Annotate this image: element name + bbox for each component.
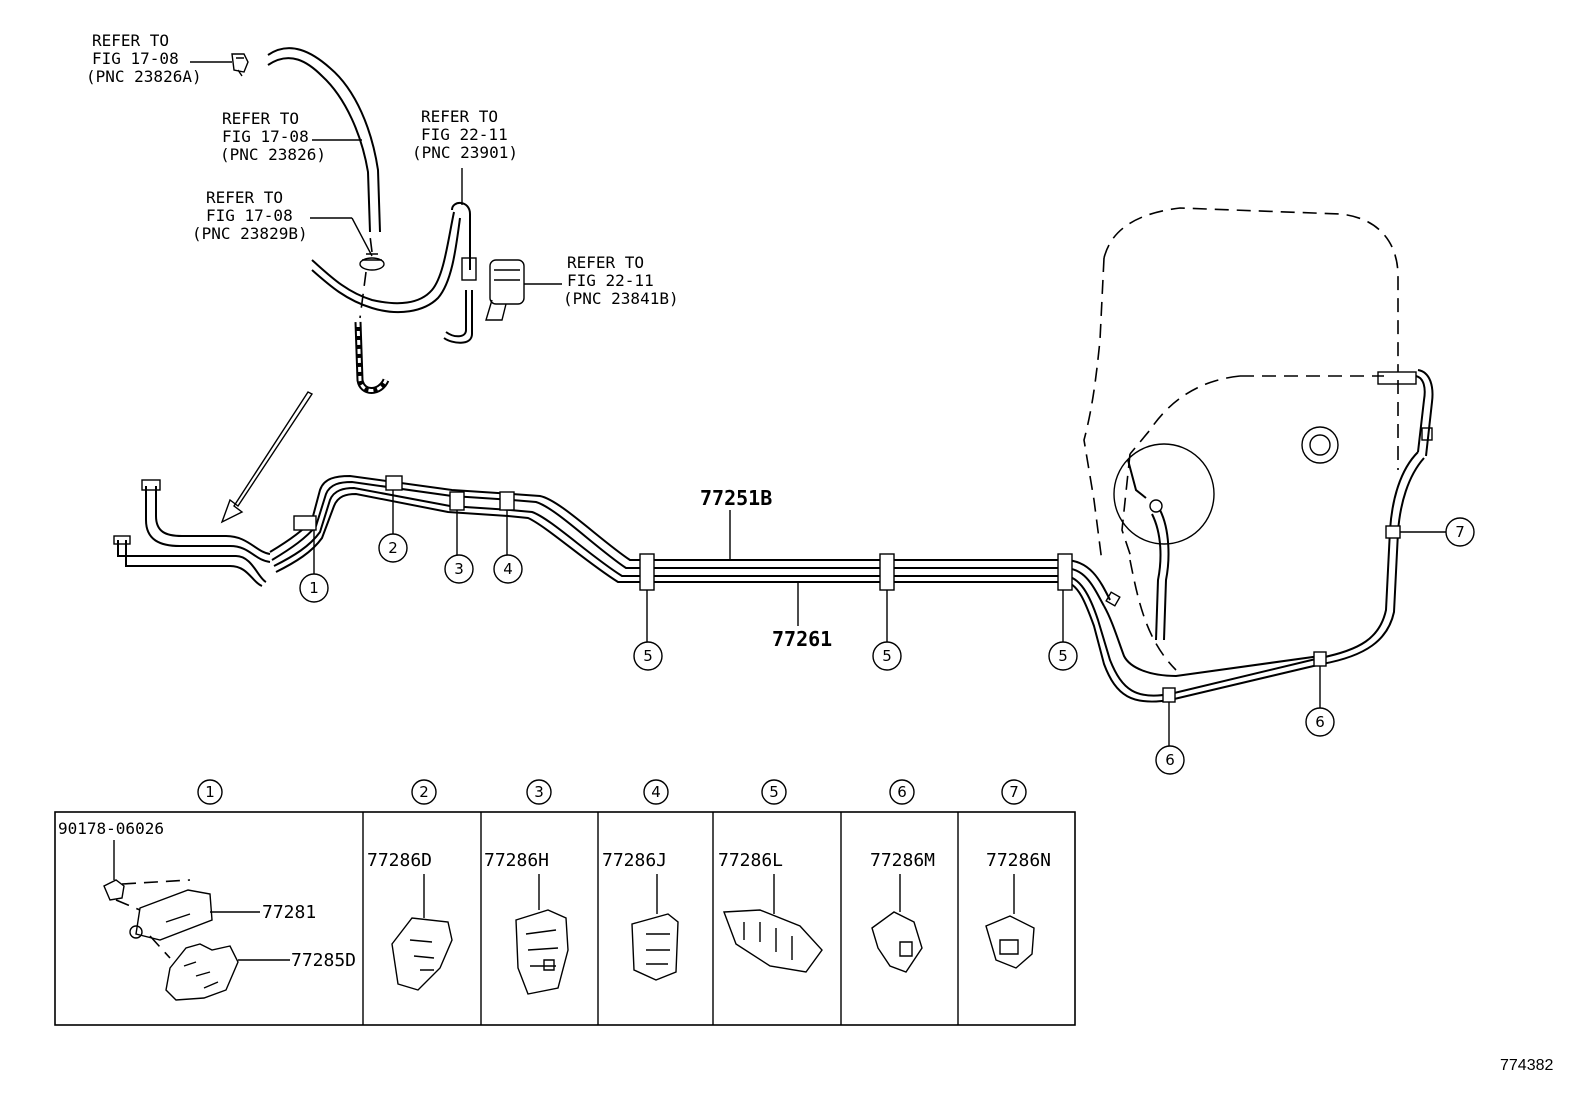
part-number-bolt: 90178-06026 xyxy=(58,819,164,838)
clamp-legend-table: 1 2 3 4 5 6 7 90178-06026 77281 77285D xyxy=(54,779,1076,1026)
part-number-77286d: 77286D xyxy=(367,850,432,871)
callout-line: FIG 22-11 xyxy=(567,271,654,290)
legend-header: 4 xyxy=(651,783,661,801)
part-number-77286h: 77286H xyxy=(484,850,549,871)
part-number-77261: 77261 xyxy=(772,627,832,651)
callout-line: FIG 17-08 xyxy=(222,127,309,146)
illustration-id: 774382 xyxy=(1500,1057,1553,1074)
callout-line: (PNC 23901) xyxy=(412,143,518,162)
callout-line: (PNC 23841B) xyxy=(563,289,679,308)
part-number-77286n: 77286N xyxy=(986,850,1051,871)
callout-line: REFER TO xyxy=(567,253,644,272)
callout-line: REFER TO xyxy=(206,188,283,207)
clamp-marker: 2 xyxy=(388,539,398,557)
clamp-markers: 1 2 3 4 5 5 5 6 6 7 xyxy=(299,490,1475,775)
clamp-marker: 4 xyxy=(503,560,513,578)
clamp-marker: 3 xyxy=(454,560,464,578)
clamp-marker: 5 xyxy=(1058,647,1068,665)
legend-header: 6 xyxy=(897,783,907,801)
clamp-marker: 5 xyxy=(882,647,892,665)
callout-line: REFER TO xyxy=(421,107,498,126)
part-number-77286m: 77286M xyxy=(870,850,935,871)
callout-pnc-23901: REFER TO FIG 22-11 (PNC 23901) xyxy=(412,107,518,162)
part-number-77286j: 77286J xyxy=(602,850,667,871)
callout-pnc-23826: REFER TO FIG 17-08 (PNC 23826) xyxy=(220,109,326,164)
legend-header: 2 xyxy=(419,783,429,801)
part-number-77251b: 77251B xyxy=(700,486,772,510)
fuel-pipe-assembly xyxy=(113,369,1434,703)
callout-line: (PNC 23826) xyxy=(220,145,326,164)
callout-line: FIG 17-08 xyxy=(92,49,179,68)
legend-header: 7 xyxy=(1009,783,1019,801)
callout-line: (PNC 23826A) xyxy=(86,67,202,86)
legend-header: 3 xyxy=(534,783,544,801)
callout-line: (PNC 23829B) xyxy=(192,224,308,243)
clamp-marker: 7 xyxy=(1455,523,1465,541)
callout-leaders xyxy=(190,61,562,285)
upper-hoses xyxy=(220,47,525,524)
part-number-77281: 77281 xyxy=(262,902,316,923)
part-number-77286l: 77286L xyxy=(718,850,783,871)
legend-header: 5 xyxy=(769,783,779,801)
callout-pnc-23826a: REFER TO FIG 17-08 (PNC 23826A) xyxy=(86,31,202,86)
callout-line: REFER TO xyxy=(92,31,169,50)
clamp-marker: 6 xyxy=(1165,751,1175,769)
callout-pnc-23829b: REFER TO FIG 17-08 (PNC 23829B) xyxy=(192,188,308,243)
clamp-marker: 1 xyxy=(309,579,319,597)
fuel-tank-outline xyxy=(1083,207,1417,671)
clamp-marker: 5 xyxy=(643,647,653,665)
callout-line: FIG 17-08 xyxy=(206,206,293,225)
part-number-77285d: 77285D xyxy=(291,950,356,971)
callout-line: REFER TO xyxy=(222,109,299,128)
legend-header: 1 xyxy=(205,783,215,801)
clamp-marker: 6 xyxy=(1315,713,1325,731)
callout-pnc-23841b: REFER TO FIG 22-11 (PNC 23841B) xyxy=(563,253,679,308)
callout-line: FIG 22-11 xyxy=(421,125,508,144)
